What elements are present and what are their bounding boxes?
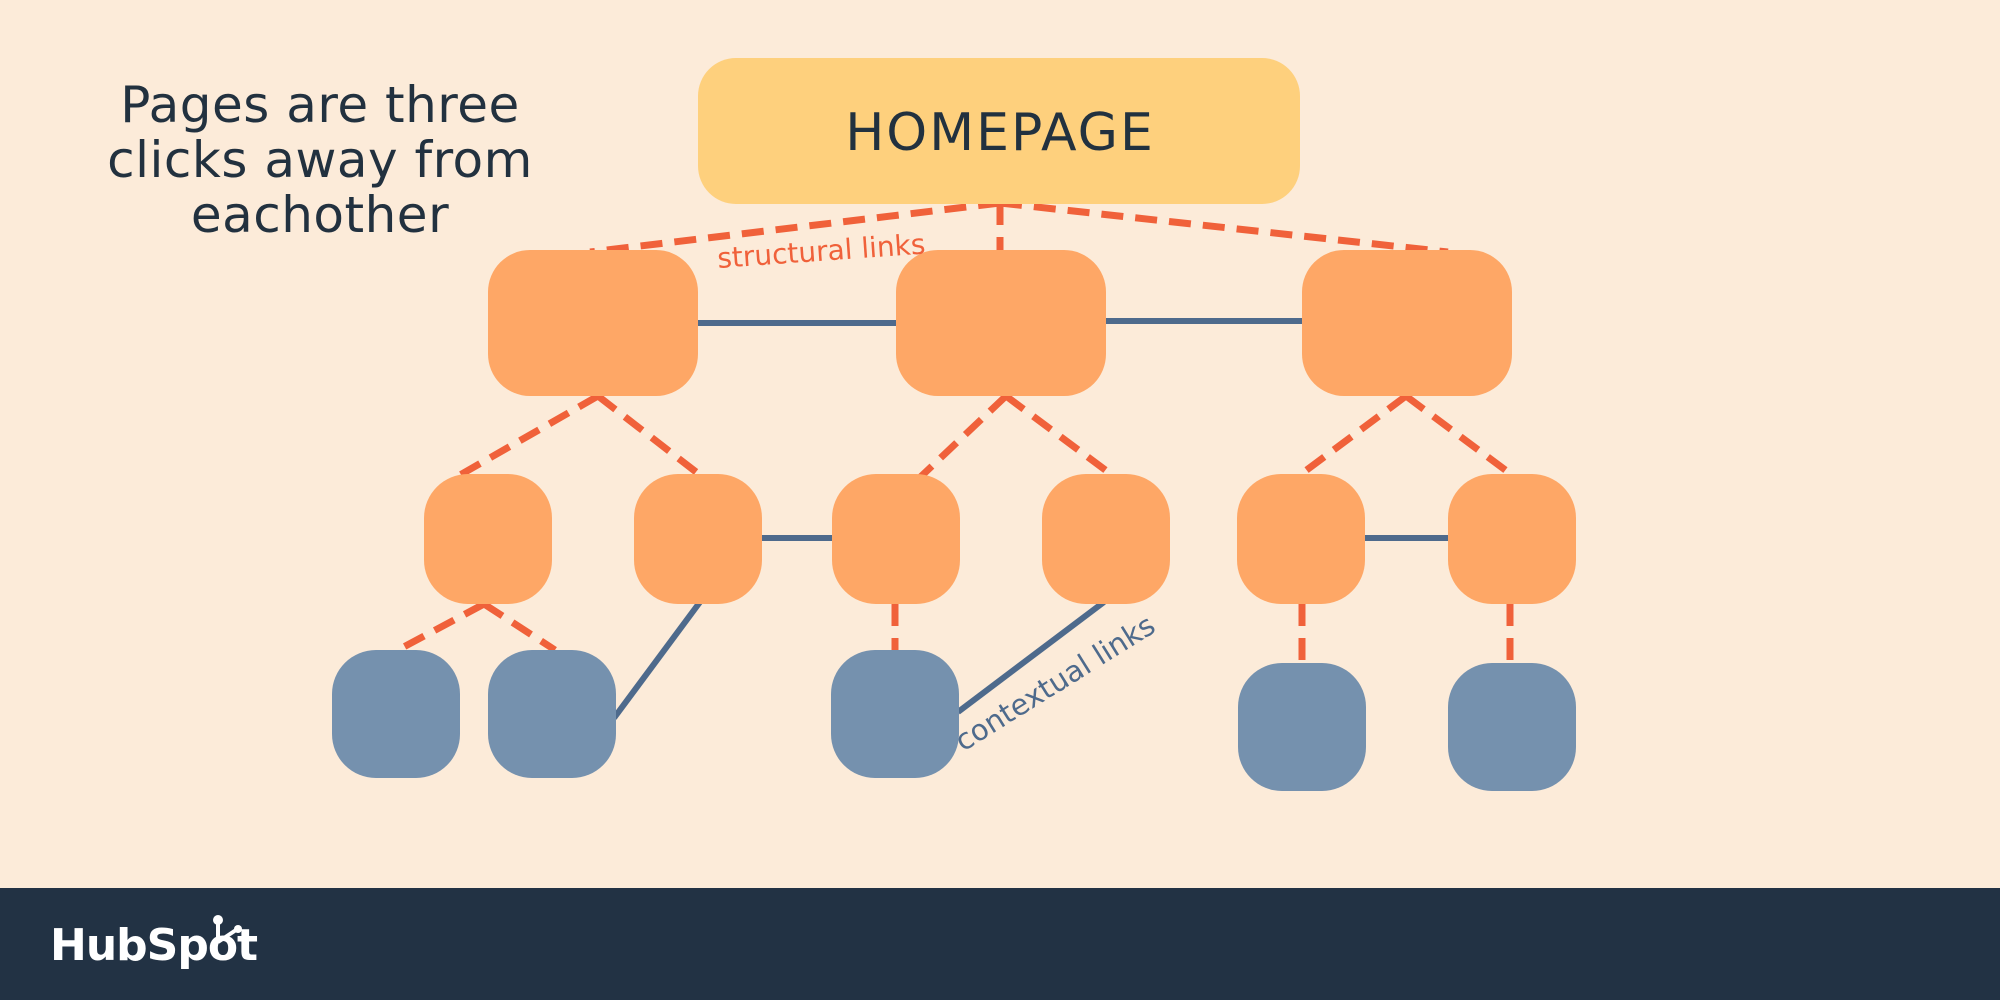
structural-link — [1403, 393, 1515, 478]
leaf-page-node — [831, 650, 959, 778]
structural-link — [458, 392, 600, 479]
subcategory-pages — [424, 474, 1576, 604]
structural-link — [595, 393, 703, 478]
subcategory-page-node — [424, 474, 552, 604]
site-architecture-diagram: HOMEPAGE structural links contextua — [332, 58, 1576, 791]
leaf-pages — [332, 650, 1576, 791]
hubspot-sprocket-icon — [213, 915, 242, 944]
structural-link — [999, 199, 1449, 256]
subcategory-page-node — [1042, 474, 1170, 604]
headline: Pages are three clicks away from eachoth… — [60, 78, 580, 243]
structural-links — [396, 199, 1515, 663]
leaf-page-node — [332, 650, 460, 778]
leaf-page-node — [488, 650, 616, 778]
structural-link — [891, 393, 1009, 505]
structural-link — [396, 600, 486, 654]
homepage-label: HOMEPAGE — [845, 103, 1155, 163]
headline-line-1: Pages are three — [120, 76, 520, 134]
contextual-links-label: contextual links — [949, 608, 1161, 758]
homepage-box — [698, 58, 1300, 204]
subcategory-page-node — [1448, 474, 1576, 604]
category-page-node — [488, 250, 698, 396]
leaf-page-node — [1238, 663, 1366, 791]
contextual-link — [956, 599, 1106, 715]
structural-link — [1003, 393, 1115, 478]
category-page-node — [1302, 250, 1512, 396]
headline-line-3: eachother — [190, 186, 450, 244]
brand-wordmark: HubSpot — [50, 920, 258, 971]
category-page-node — [896, 250, 1106, 396]
footer-bar — [0, 888, 2000, 1000]
headline-line-2: clicks away from — [107, 131, 533, 189]
subcategory-page-node — [832, 474, 960, 604]
structural-link — [1297, 393, 1409, 478]
structural-link — [589, 199, 1001, 256]
homepage-node: HOMEPAGE — [698, 58, 1300, 204]
contextual-links — [611, 318, 1448, 720]
leaf-page-node — [1448, 663, 1576, 791]
subcategory-page-node — [1237, 474, 1365, 604]
subcategory-page-node — [634, 474, 762, 604]
category-pages — [488, 250, 1512, 396]
contextual-link — [611, 600, 703, 720]
hubspot-logo: HubSpot — [50, 915, 259, 971]
structural-link — [482, 601, 557, 653]
